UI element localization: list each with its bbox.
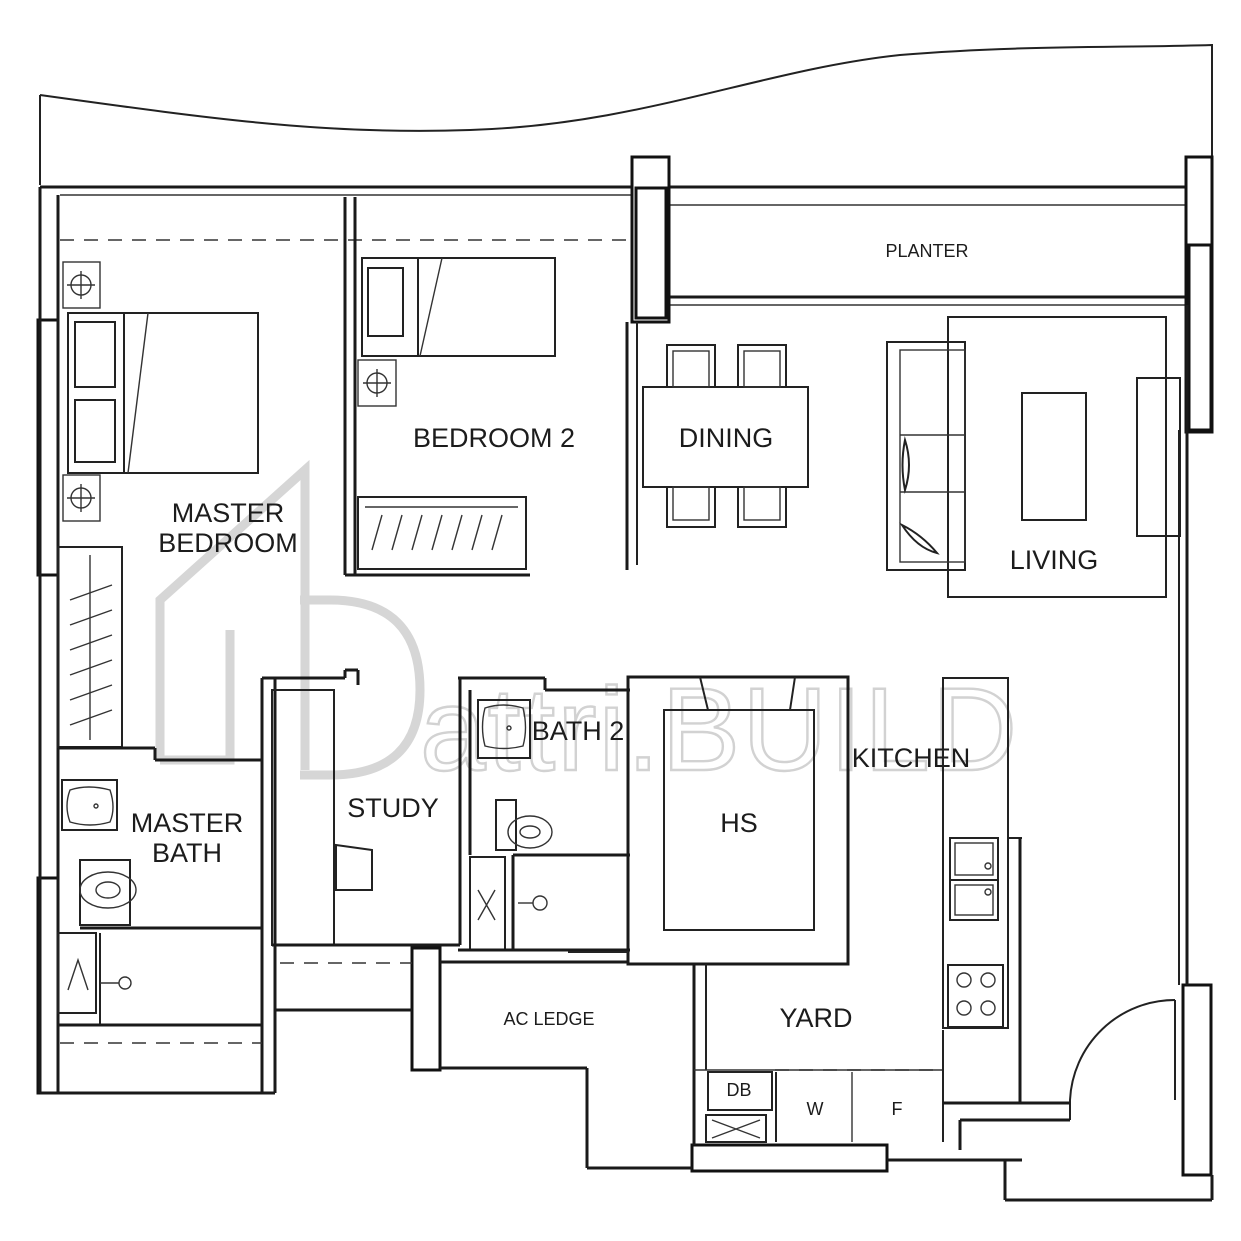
- bath-2-label: BATH 2: [532, 716, 625, 746]
- yard-label: YARD: [779, 1003, 852, 1033]
- dining-set: [642, 344, 809, 528]
- f-label: F: [892, 1099, 903, 1119]
- master-bedroom: [57, 197, 357, 750]
- living-room: [886, 316, 1181, 598]
- master-bath-label-2: BATH: [152, 838, 222, 868]
- room-labels: PLANTER BEDROOM 2 DINING MASTER BEDROOM …: [131, 241, 1099, 1119]
- study: [262, 668, 462, 1012]
- bedroom-2: [345, 257, 638, 577]
- kitchen-label: KITCHEN: [852, 743, 971, 773]
- master-bedroom-label-2: BEDROOM: [158, 528, 298, 558]
- master-bedroom-label-1: MASTER: [172, 498, 285, 528]
- watermark-text: attri.BUILD: [420, 664, 1019, 796]
- bedroom-2-label: BEDROOM 2: [413, 423, 575, 453]
- w-label: W: [807, 1099, 824, 1119]
- structural-columns: [36, 155, 1214, 1177]
- watermark: attri.BUILD: [155, 459, 1019, 797]
- planter-label: PLANTER: [885, 241, 968, 261]
- study-label: STUDY: [347, 793, 439, 823]
- main-door: [958, 998, 1176, 1150]
- ac-ledge-label: AC LEDGE: [503, 1009, 594, 1029]
- living-label: LIVING: [1010, 545, 1099, 575]
- planter-balcony: [39, 43, 1213, 306]
- hs-label: HS: [720, 808, 758, 838]
- master-bath-label-1: MASTER: [131, 808, 244, 838]
- dining-label: DINING: [679, 423, 774, 453]
- bath-2: [458, 676, 630, 952]
- kitchen: [942, 677, 1022, 1103]
- master-bath: [57, 678, 277, 1093]
- ac-ledge: [440, 951, 628, 1168]
- db-label: DB: [726, 1080, 751, 1100]
- household-shelter: [626, 675, 850, 966]
- yard: [692, 964, 1020, 1145]
